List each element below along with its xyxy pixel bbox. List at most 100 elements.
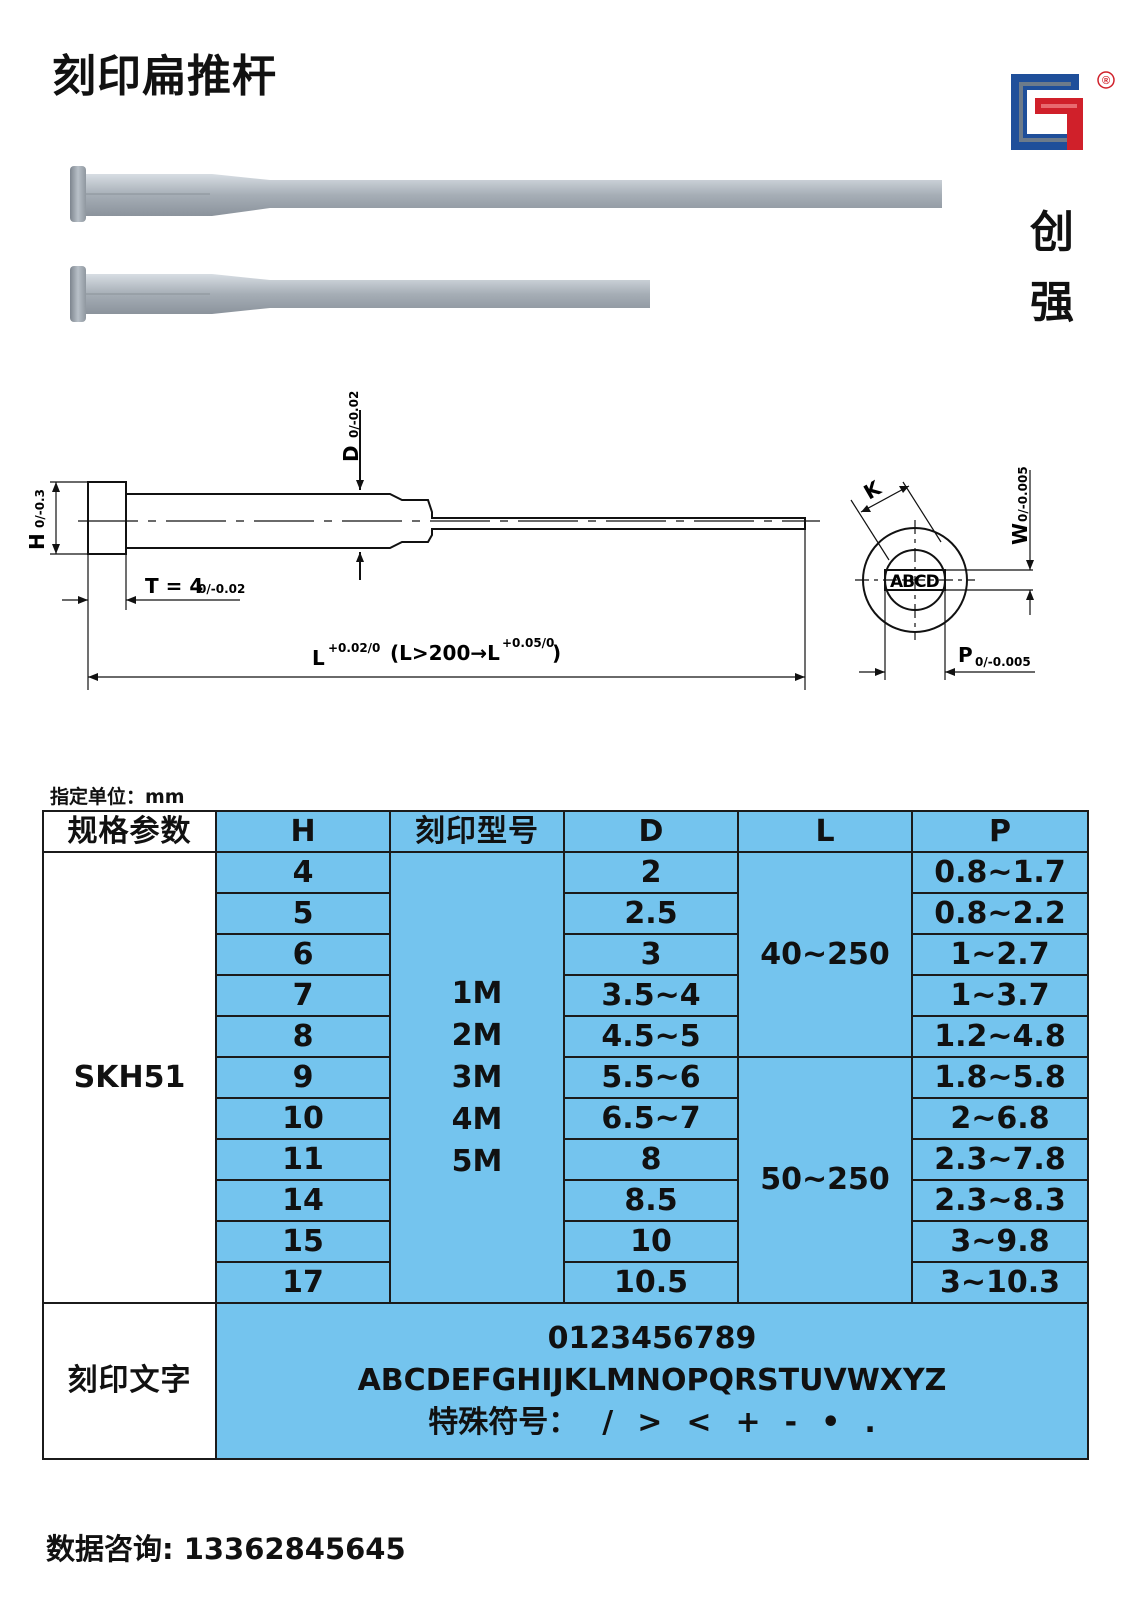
cell-p: 2.3~7.8 — [911, 1138, 1089, 1181]
cell-d: 8.5 — [563, 1179, 739, 1222]
cell-d: 3.5~4 — [563, 974, 739, 1017]
header-p: P — [911, 810, 1089, 853]
cell-p: 3~10.3 — [911, 1261, 1089, 1304]
table-row: 9 5.5~6 50~250 1.8~5.8 — [43, 1056, 1089, 1304]
cell-h: 8 — [215, 1015, 391, 1058]
table-row: 8 4.5~5 1.2~4.8 — [43, 1015, 1089, 1058]
cell-p: 1.8~5.8 — [911, 1056, 1089, 1099]
label-l-note: (L>200→L — [390, 641, 500, 665]
engrave-model-cell: 1M 2M 3M 4M 5M — [389, 851, 565, 1304]
cell-d: 5.5~6 — [563, 1056, 739, 1099]
tol-l: +0.02/0 — [328, 641, 380, 655]
engrave-digits: 0123456789 — [547, 1321, 757, 1356]
label-l: L — [312, 646, 325, 670]
cell-h: 15 — [215, 1220, 391, 1263]
engrave-symbol: + — [735, 1405, 761, 1440]
cell-d: 10.5 — [563, 1261, 739, 1304]
table-row: 17 10.5 3~10.3 — [43, 1261, 1089, 1304]
table-header-row: 规格参数 H 刻印型号 D L P — [42, 810, 1089, 853]
label-h: H — [25, 533, 49, 550]
unit-note: 指定单位：mm — [50, 786, 185, 808]
engrave-symbol: • — [821, 1405, 841, 1440]
cell-p: 1.2~4.8 — [911, 1015, 1089, 1058]
registered-mark: ® — [1102, 75, 1110, 87]
cell-h: 11 — [215, 1138, 391, 1181]
cell-d: 3 — [563, 933, 739, 976]
engrave-label: 刻印文字 — [42, 1302, 217, 1460]
side-view-drawing: D 0/-0.02 H 0/-0.3 T = 4 0/-0.02 L +0.02… — [25, 391, 820, 690]
brand-name-line1: 创 — [1030, 207, 1074, 258]
engrave-model: 1M — [451, 975, 503, 1011]
cell-l-range: 40~250 — [737, 851, 913, 1058]
cell-d: 4.5~5 — [563, 1015, 739, 1058]
product-photo — [70, 166, 942, 322]
cell-h: 14 — [215, 1179, 391, 1222]
engrave-model: 2M — [451, 1017, 503, 1053]
cell-l-range: 50~250 — [737, 1056, 913, 1304]
cell-h: 7 — [215, 974, 391, 1017]
header-h: H — [215, 810, 391, 853]
label-t: T = 4 — [145, 574, 203, 598]
cell-d: 10 — [563, 1220, 739, 1263]
cell-d: 2.5 — [563, 892, 739, 935]
engrave-model: 5M — [451, 1143, 503, 1179]
cell-h: 9 — [215, 1056, 391, 1099]
cell-h: 5 — [215, 892, 391, 935]
engrave-symbols-line: 特殊符号： / > < +-•. — [217, 1402, 1087, 1444]
cell-p: 0.8~2.2 — [911, 892, 1089, 935]
cell-h: 10 — [215, 1097, 391, 1140]
engrave-symbol: - — [784, 1405, 798, 1440]
page-title: 刻印扁推杆 — [52, 51, 277, 102]
cell-h: 4 — [215, 851, 391, 894]
header-spec: 规格参数 — [42, 810, 217, 853]
contact-info: 数据咨询: 13362845645 — [46, 1532, 406, 1566]
cell-p: 2.3~8.3 — [911, 1179, 1089, 1222]
table-row: 6 3 1~2.7 — [43, 933, 1089, 976]
tol-l-note: +0.05/0 — [502, 636, 554, 650]
spec-table: 规格参数 H 刻印型号 D L P SKH51 4 1M 2M 3M 4M 5M… — [42, 810, 1089, 1460]
cell-h: 17 — [215, 1261, 391, 1304]
cell-h: 6 — [215, 933, 391, 976]
tol-t: 0/-0.02 — [198, 582, 245, 596]
cell-p: 1~3.7 — [911, 974, 1089, 1017]
brand-logo: ® — [1011, 71, 1115, 150]
engrave-symbols-label: 特殊符号： — [428, 1405, 579, 1440]
table-row: 14 8.5 2.3~8.3 — [43, 1179, 1089, 1222]
cell-d: 8 — [563, 1138, 739, 1181]
tol-h: 0/-0.3 — [33, 489, 47, 528]
table-row: 7 3.5~4 1~3.7 — [43, 974, 1089, 1017]
label-l-note-end: ) — [552, 641, 561, 665]
header-engrave-model: 刻印型号 — [389, 810, 565, 853]
tol-p: 0/-0.005 — [975, 655, 1031, 669]
label-w: W — [1008, 523, 1032, 545]
cell-p: 2~6.8 — [911, 1097, 1089, 1140]
engrave-symbol: < — [686, 1405, 712, 1440]
cell-p: 3~9.8 — [911, 1220, 1089, 1263]
material-cell: SKH51 — [42, 851, 217, 1304]
cell-d: 2 — [563, 851, 739, 894]
table-row: 15 10 3~9.8 — [43, 1220, 1089, 1263]
engrave-letters: ABCDEFGHIJKLMNOPQRSTUVWXYZ — [357, 1363, 947, 1398]
cell-p: 1~2.7 — [911, 933, 1089, 976]
engrave-model: 4M — [451, 1101, 503, 1137]
engrave-symbol: > — [637, 1405, 663, 1440]
engrave-sample: ABCD — [890, 572, 940, 592]
engrave-symbol: / — [602, 1405, 614, 1440]
engrave-model: 3M — [451, 1059, 503, 1095]
table-row: 11 8 2.3~7.8 — [43, 1138, 1089, 1181]
brand-name: 创 强 — [1022, 198, 1082, 338]
engrave-text-row: 刻印文字 0123456789 ABCDEFGHIJKLMNOPQRSTUVWX… — [42, 1302, 1089, 1460]
cell-d: 6.5~7 — [563, 1097, 739, 1140]
label-p: P — [958, 643, 973, 667]
end-view-drawing: ABCD K W 0/-0.005 P 0/-0.005 — [850, 466, 1035, 680]
tol-d: 0/-0.02 — [347, 391, 361, 438]
long-ejector-pin — [70, 166, 942, 222]
brand-name-line2: 强 — [1030, 277, 1074, 328]
tol-w: 0/-0.005 — [1016, 466, 1030, 522]
table-row: 5 2.5 0.8~2.2 — [43, 892, 1089, 935]
engrave-symbol: . — [864, 1405, 876, 1440]
cell-p: 0.8~1.7 — [911, 851, 1089, 894]
header-d: D — [563, 810, 739, 853]
engrave-chars-cell: 0123456789 ABCDEFGHIJKLMNOPQRSTUVWXYZ 特殊… — [215, 1302, 1089, 1460]
table-row: 10 6.5~7 2~6.8 — [43, 1097, 1089, 1140]
